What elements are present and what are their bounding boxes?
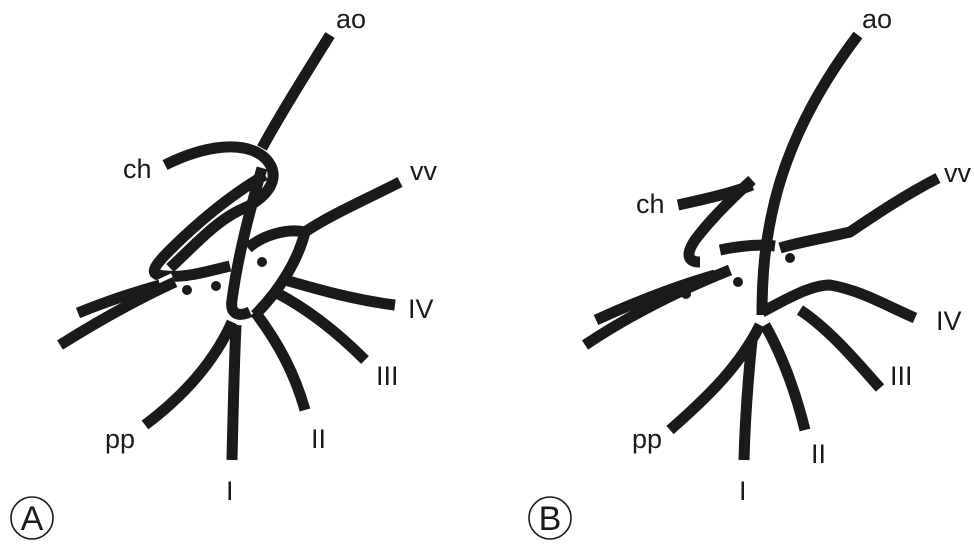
- label-vv: vv: [944, 158, 972, 188]
- vessel-ch-lower-arm: [148, 170, 268, 282]
- vessel-III: [796, 305, 885, 392]
- label-IV: IV: [408, 294, 434, 324]
- label-II: II: [311, 424, 326, 454]
- label-ch: ch: [123, 154, 152, 184]
- label-III: III: [890, 361, 913, 391]
- vessel-vv: [301, 177, 403, 237]
- label-ch: ch: [636, 189, 665, 219]
- vessel-left-upper: [593, 269, 717, 326]
- vessel-vv-loop: [244, 225, 311, 319]
- panel-a: ao ch vv IV III II I pp A: [10, 4, 438, 540]
- label-vv: vv: [410, 156, 438, 186]
- vessel-pp: [141, 319, 238, 430]
- label-ao: ao: [862, 4, 892, 34]
- dot: [182, 285, 192, 295]
- vessel-I: [226, 324, 242, 461]
- vessel-pp: [666, 322, 765, 435]
- vessel-vv: [778, 173, 941, 254]
- dot: [211, 281, 221, 291]
- vessel-IV: [283, 274, 396, 311]
- label-III: III: [376, 361, 399, 391]
- panel-letter-circle: [10, 496, 54, 540]
- panel-b: ao ch vv IV III II I pp B: [528, 4, 972, 540]
- panel-letter: A: [21, 500, 44, 538]
- label-pp: pp: [632, 424, 662, 454]
- panel-letter: B: [539, 500, 562, 538]
- label-I: I: [739, 476, 747, 506]
- vessel-II: [250, 308, 311, 412]
- label-II: II: [811, 439, 826, 469]
- dot: [257, 257, 267, 267]
- panel-letter-circle: [528, 496, 572, 540]
- vessel-ao: [257, 32, 335, 151]
- dot: [681, 289, 691, 299]
- vessel-II: [760, 322, 811, 432]
- label-pp: pp: [105, 424, 135, 454]
- label-ao: ao: [336, 4, 366, 34]
- dot: [785, 253, 795, 263]
- vessel-vv-inner: [718, 239, 776, 256]
- dot: [733, 277, 743, 287]
- vessel-ch-arm: [683, 175, 756, 268]
- label-I: I: [226, 476, 234, 506]
- vessel-IV: [759, 279, 918, 324]
- vessel-ch: [162, 141, 279, 273]
- vessel-I: [738, 339, 758, 461]
- vessel-main-trunk: [756, 31, 863, 316]
- vessel-III: [272, 287, 369, 364]
- label-IV: IV: [936, 306, 962, 336]
- vessel-left-branch-stroke: [57, 276, 178, 350]
- vessel-left-upper: [75, 279, 162, 319]
- vessel-main-trunk: [226, 166, 268, 320]
